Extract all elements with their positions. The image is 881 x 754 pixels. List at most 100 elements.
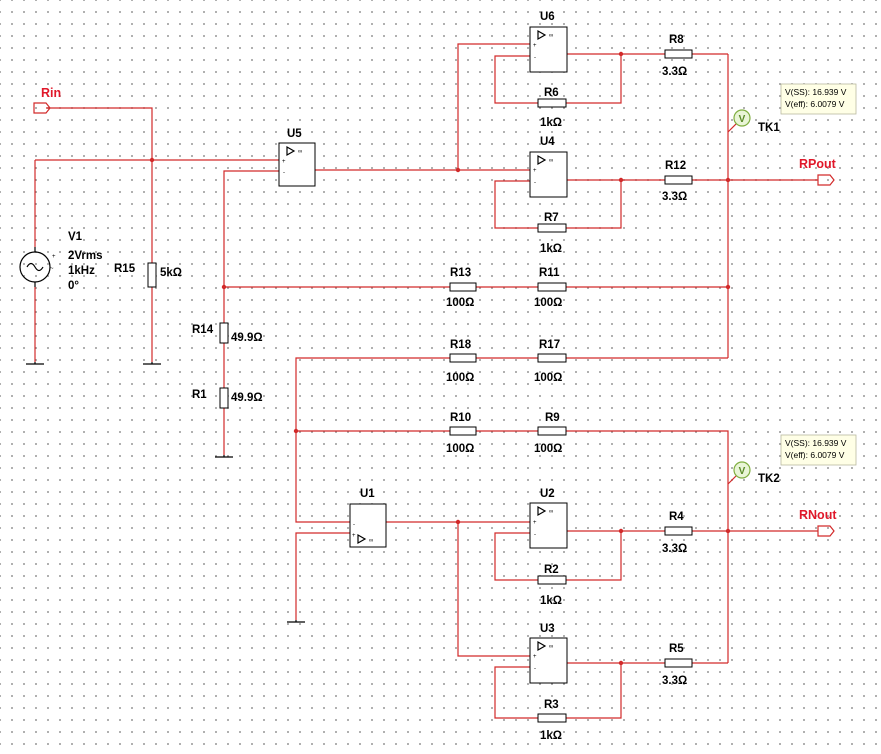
u1-minus-pin: -	[353, 522, 355, 528]
r8-name: R8	[669, 34, 684, 46]
r3-name: R3	[544, 699, 559, 711]
resistor-r14[interactable]: R14 49.9Ω	[192, 322, 263, 344]
opamp-u6[interactable]: ∞ + - U6	[529, 11, 568, 73]
svg-text:V: V	[739, 466, 746, 477]
r3-value: 1kΩ	[540, 730, 562, 742]
r2-value: 1kΩ	[540, 595, 562, 607]
r17-name: R17	[539, 339, 560, 351]
net-label-rin[interactable]: Rin	[33, 86, 61, 114]
r13-value: 100Ω	[446, 297, 474, 309]
v1-phase: 0°	[68, 280, 79, 292]
resistor-r17[interactable]: R17 100Ω	[534, 339, 567, 384]
opamp-u4[interactable]: ∞ + - U4	[529, 136, 568, 198]
r6-value: 1kΩ	[540, 117, 562, 129]
r10-value: 100Ω	[446, 443, 474, 455]
probe-tk1-vss: V(SS): 16.939 V	[785, 87, 847, 97]
v1-name: V1	[68, 231, 83, 243]
u6-minus-pin: -	[534, 55, 536, 61]
u5-plus-pin: +	[282, 159, 286, 165]
r11-value: 100Ω	[534, 297, 562, 309]
r12-value: 3.3Ω	[662, 191, 687, 203]
r18-value: 100Ω	[446, 372, 474, 384]
svg-text:V: V	[739, 114, 746, 125]
probe-tk1-icon	[733, 109, 751, 127]
u4-plus-pin: +	[533, 168, 537, 174]
r9-value: 100Ω	[534, 443, 562, 455]
resistor-r1[interactable]: R1 49.9Ω	[192, 387, 263, 409]
u4-minus-pin: -	[534, 180, 536, 186]
voltage-source-v1[interactable]: + ~ V1 2Vrms 1kHz 0°	[19, 231, 103, 292]
junctions	[149, 51, 731, 666]
r4-value: 3.3Ω	[662, 543, 687, 555]
v1-amplitude: 2Vrms	[68, 250, 103, 262]
u1-infinity-mark: ∞	[369, 538, 373, 544]
resistor-r8[interactable]: R8 3.3Ω	[662, 34, 693, 78]
u4-infinity-mark: ∞	[549, 158, 553, 164]
resistor-r15[interactable]: R15 5kΩ	[114, 262, 182, 288]
u5-infinity-mark: ∞	[298, 149, 302, 155]
r17-value: 100Ω	[534, 372, 562, 384]
opamp-u1[interactable]: - + ∞ U1	[349, 488, 387, 548]
u2-infinity-mark: ∞	[549, 509, 553, 515]
r4-name: R4	[669, 511, 684, 523]
resistor-r5[interactable]: R5 3.3Ω	[662, 643, 693, 687]
r1-name: R1	[192, 389, 207, 401]
opamp-u5[interactable]: ∞ + - U5	[278, 128, 316, 187]
resistor-r11[interactable]: R11 100Ω	[534, 267, 567, 309]
u1-plus-pin: +	[352, 533, 356, 539]
probe-tk2-vss: V(SS): 16.939 V	[785, 438, 847, 448]
svg-text:~: ~	[50, 266, 54, 272]
resistor-r18[interactable]: R18 100Ω	[446, 339, 477, 384]
resistor-r9[interactable]: R9 100Ω	[534, 412, 567, 455]
probe-tk2-veff: V(eff): 6.0079 V	[785, 450, 845, 460]
resistor-r13[interactable]: R13 100Ω	[446, 267, 477, 309]
u6-label: U6	[540, 11, 555, 23]
r18-name: R18	[450, 339, 472, 351]
r8-value: 3.3Ω	[662, 66, 687, 78]
resistor-r7[interactable]: R7 1kΩ	[537, 212, 567, 255]
u6-infinity-mark: ∞	[549, 33, 553, 39]
probe-tk1-veff: V(eff): 6.0079 V	[785, 99, 845, 109]
opamp-u2[interactable]: ∞ + - U2	[529, 488, 568, 549]
resistor-r6[interactable]: R6 1kΩ	[537, 87, 567, 129]
r10-name: R10	[450, 412, 471, 424]
u2-plus-pin: +	[533, 520, 537, 526]
u2-minus-pin: -	[534, 532, 536, 538]
resistor-r3[interactable]: R3 1kΩ	[537, 699, 567, 742]
resistor-r4[interactable]: R4 3.3Ω	[662, 511, 693, 555]
r12-name: R12	[665, 160, 686, 172]
r1-value: 49.9Ω	[231, 392, 263, 404]
resistor-r2[interactable]: R2 1kΩ	[537, 564, 567, 607]
wires	[34, 43, 818, 719]
opamp-u3[interactable]: ∞ + - U3	[529, 623, 568, 684]
probe-tk1[interactable]: V TK1 V(SS): 16.939 V V(eff): 6.0079 V	[733, 83, 857, 134]
net-label-rnout[interactable]: RNout	[799, 508, 837, 537]
r7-name: R7	[544, 212, 559, 224]
u3-label: U3	[540, 623, 555, 635]
svg-text:+: +	[52, 254, 56, 260]
r15-value: 5kΩ	[160, 267, 182, 279]
r5-value: 3.3Ω	[662, 675, 687, 687]
probe-tk2-icon	[733, 461, 751, 479]
u5-minus-pin: -	[283, 170, 285, 176]
r2-name: R2	[544, 564, 559, 576]
probe-tk2-name: TK2	[758, 473, 780, 485]
r11-name: R11	[539, 267, 560, 279]
resistor-r10[interactable]: R10 100Ω	[446, 412, 477, 455]
net-label-rpout[interactable]: RPout	[799, 157, 837, 186]
u5-label: U5	[287, 128, 302, 140]
r6-name: R6	[544, 87, 559, 99]
r7-value: 1kΩ	[540, 243, 562, 255]
v1-frequency: 1kHz	[68, 265, 95, 277]
probe-tk2[interactable]: V TK2 V(SS): 16.939 V V(eff): 6.0079 V	[733, 434, 857, 485]
u3-minus-pin: -	[534, 666, 536, 672]
probe-tk2-readout	[780, 434, 857, 466]
net-label-rin-text: Rin	[41, 86, 61, 100]
probe-tk1-readout	[780, 83, 857, 115]
u3-infinity-mark: ∞	[549, 644, 553, 650]
r5-name: R5	[669, 643, 684, 655]
resistor-r12[interactable]: R12 3.3Ω	[662, 160, 693, 203]
u6-plus-pin: +	[533, 43, 537, 49]
r13-name: R13	[450, 267, 471, 279]
